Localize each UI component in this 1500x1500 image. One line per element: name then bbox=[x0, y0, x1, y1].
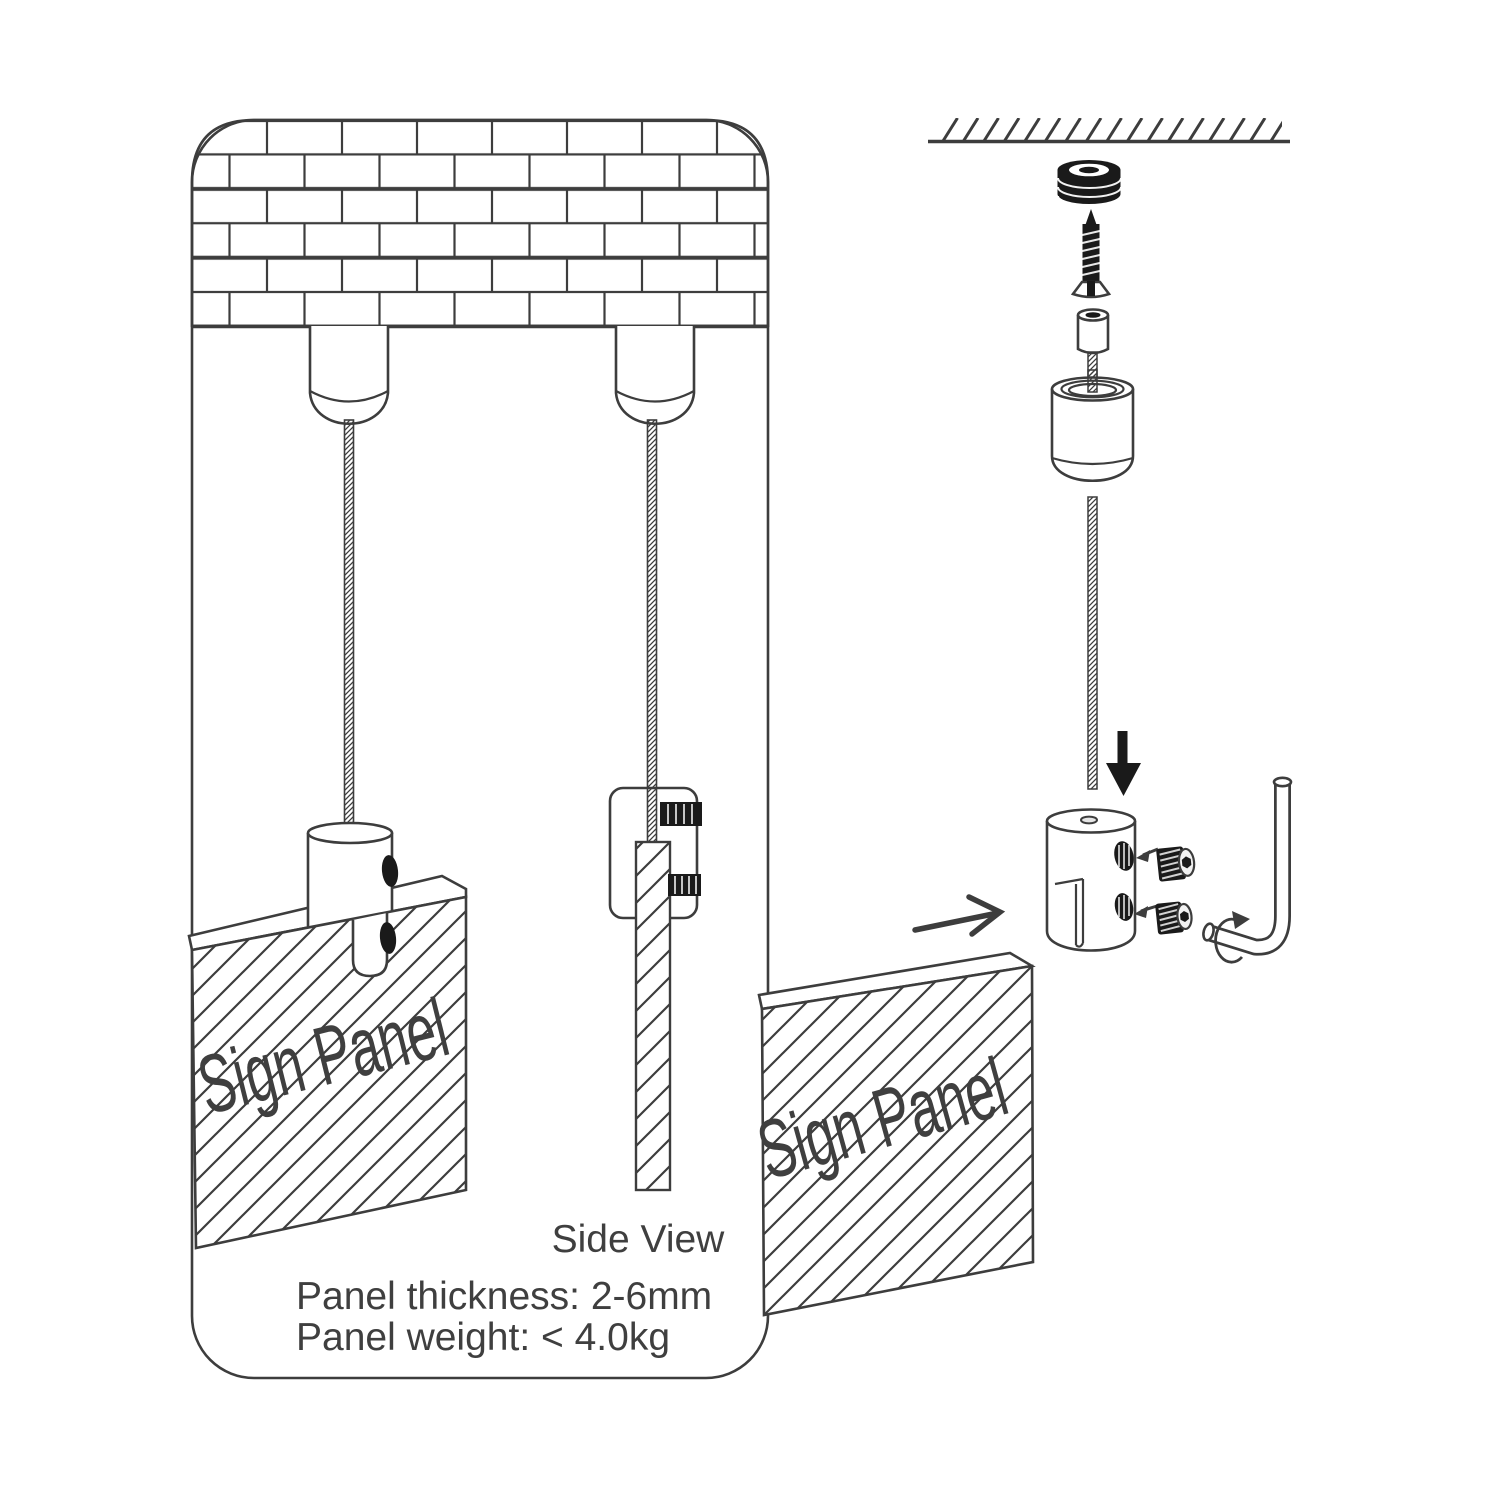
spec-text-thickness: Panel thickness: 2-6mm bbox=[296, 1275, 712, 1318]
set-screw-arrow-2 bbox=[1134, 904, 1158, 918]
installed-view: Sign Panel Side View Panel thickness: 2-… bbox=[187, 118, 770, 1380]
side-view-set-screw-top bbox=[660, 802, 702, 826]
side-view-set-screw-bottom bbox=[668, 874, 701, 896]
wall-anchor-icon bbox=[1057, 160, 1122, 207]
suspension-cable-left bbox=[343, 419, 355, 837]
suspension-cable-long bbox=[1087, 496, 1098, 790]
set-screw-hole-icon bbox=[379, 922, 397, 954]
set-screw-1 bbox=[1156, 846, 1196, 882]
side-view-panel bbox=[634, 840, 672, 1192]
ceiling-hatch-icon bbox=[940, 118, 1282, 141]
sign-panel-front bbox=[190, 895, 468, 1250]
allen-key-icon bbox=[1202, 776, 1293, 956]
cable-end-fitting-icon bbox=[1076, 308, 1110, 355]
side-view-label: Side View bbox=[552, 1218, 726, 1261]
sign-panel-exploded: Sign Panel bbox=[748, 951, 1036, 1317]
ceiling-mount-right bbox=[614, 326, 696, 426]
set-screw-arrow-1 bbox=[1136, 847, 1159, 862]
down-arrow-icon bbox=[1106, 731, 1141, 796]
brick-wall bbox=[190, 118, 770, 329]
panel-slot bbox=[1054, 877, 1085, 948]
insert-arrow-icon bbox=[912, 894, 1006, 937]
ceiling-coupler-icon bbox=[1050, 369, 1135, 482]
gripper-slot-tongue bbox=[351, 913, 397, 978]
exploded-view: Sign Panel bbox=[748, 118, 1293, 1317]
set-screw-hole-icon bbox=[381, 855, 399, 887]
cable-hole-icon bbox=[1080, 815, 1098, 825]
set-screw-2 bbox=[1155, 901, 1193, 935]
ceiling-mount-left bbox=[308, 326, 390, 426]
cable-gripper-exploded bbox=[1045, 808, 1137, 952]
mounting-screw-icon bbox=[1070, 209, 1112, 299]
spec-text-weight: Panel weight: < 4.0kg bbox=[296, 1316, 670, 1359]
suspension-cable-right bbox=[646, 419, 658, 847]
hex-socket-icon bbox=[1179, 911, 1189, 922]
rotation-arrow-icon bbox=[1214, 911, 1250, 964]
ceiling-surface bbox=[928, 118, 1290, 144]
hex-socket-icon bbox=[1181, 856, 1192, 869]
sign-panel-front-assembly: Sign Panel bbox=[187, 821, 468, 1250]
